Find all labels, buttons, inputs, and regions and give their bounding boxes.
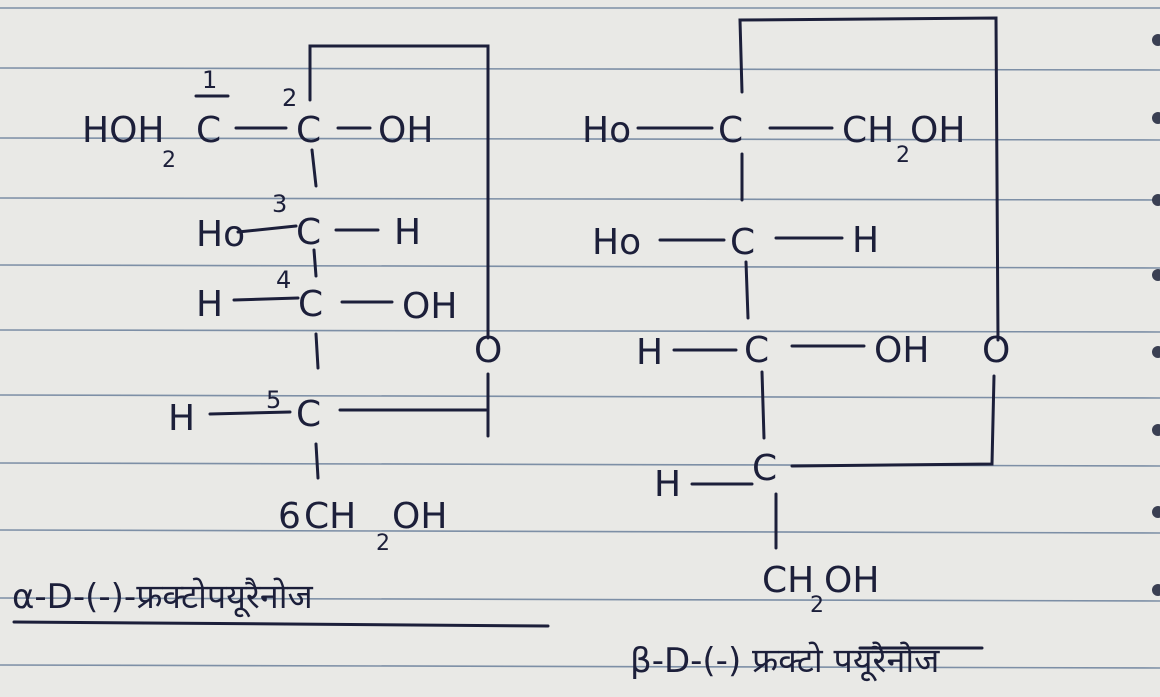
beta-c4-atom: C	[744, 330, 769, 371]
alpha-c5-left-bond	[208, 410, 292, 416]
alpha-c6-number: 6	[278, 496, 301, 537]
alpha-c2-number: 2	[282, 84, 297, 112]
alpha-caption-underline	[12, 620, 550, 628]
alpha-c3-left-bond	[236, 224, 298, 234]
beta-c2-oh: OH	[910, 110, 965, 151]
beta-c3-c4-bond	[744, 260, 750, 320]
alpha-fructopyranose: HOH 2 1 C 2 C OH Ho 3 C H H 4 C OH O H	[12, 44, 550, 628]
alpha-ring-bracket-top	[308, 44, 490, 340]
alpha-c5-left: H	[168, 398, 195, 439]
alpha-ring-oxygen: O	[474, 330, 502, 371]
beta-c6-subscript: 2	[810, 593, 824, 618]
alpha-c3-c4-bond	[312, 248, 318, 278]
alpha-c4-right: OH	[402, 286, 457, 327]
ruled-lines	[0, 7, 1160, 669]
beta-c3-left: Ho	[592, 222, 641, 263]
alpha-c1-number: 1	[202, 66, 217, 94]
beta-c4-left: H	[636, 332, 663, 373]
beta-c2-subscript: 2	[896, 143, 910, 168]
beta-ring-bracket-top	[738, 16, 1000, 342]
alpha-caption: α-D-(-)-फ्रक्टोपयूरैनोज	[12, 577, 313, 618]
binder-holes	[1152, 34, 1160, 596]
alpha-c4-c5-bond	[314, 332, 320, 370]
beta-c6-ch: CH	[762, 560, 814, 601]
alpha-c2-oh: OH	[378, 110, 433, 151]
beta-c3-atom: C	[730, 222, 755, 263]
beta-ring-oxygen: O	[982, 330, 1010, 371]
alpha-c6-oh: OH	[392, 496, 447, 537]
alpha-c4-atom: C	[298, 284, 323, 325]
beta-c6-oh: OH	[824, 560, 879, 601]
alpha-c6-subscript: 2	[376, 531, 390, 556]
alpha-c3-left: Ho	[196, 214, 245, 255]
alpha-c4-number: 4	[276, 266, 291, 294]
beta-c4-c5-bond	[760, 370, 766, 440]
beta-c5-left: H	[654, 464, 681, 505]
alpha-c3-right: H	[394, 212, 421, 253]
beta-c2-ch: CH	[842, 110, 894, 151]
alpha-c1-left-subscript: 2	[162, 148, 176, 173]
beta-c3-right: H	[852, 220, 879, 261]
alpha-c2-atom: C	[296, 110, 321, 151]
alpha-c6-ch: CH	[304, 496, 356, 537]
beta-fructopyranose: Ho C CH 2 OH Ho C H H C OH O H C CH 2 OH	[582, 16, 1010, 682]
alpha-c4-left-bond	[232, 296, 300, 302]
alpha-c3-atom: C	[296, 212, 321, 253]
alpha-c5-c6-bond	[314, 442, 320, 480]
alpha-c3-number: 3	[272, 190, 287, 218]
alpha-c1-atom: C	[196, 110, 221, 151]
alpha-c2-c3-bond	[310, 148, 318, 188]
beta-c2-atom: C	[718, 110, 743, 151]
alpha-c5-number: 5	[266, 386, 281, 414]
beta-ring-bracket-bottom	[790, 374, 996, 468]
alpha-c4-left: H	[196, 284, 223, 325]
alpha-c5-atom: C	[296, 394, 321, 435]
beta-c5-atom: C	[752, 448, 777, 489]
alpha-c1-left-label: HOH	[82, 110, 164, 151]
beta-c4-right: OH	[874, 330, 929, 371]
beta-c2-left: Ho	[582, 110, 631, 151]
